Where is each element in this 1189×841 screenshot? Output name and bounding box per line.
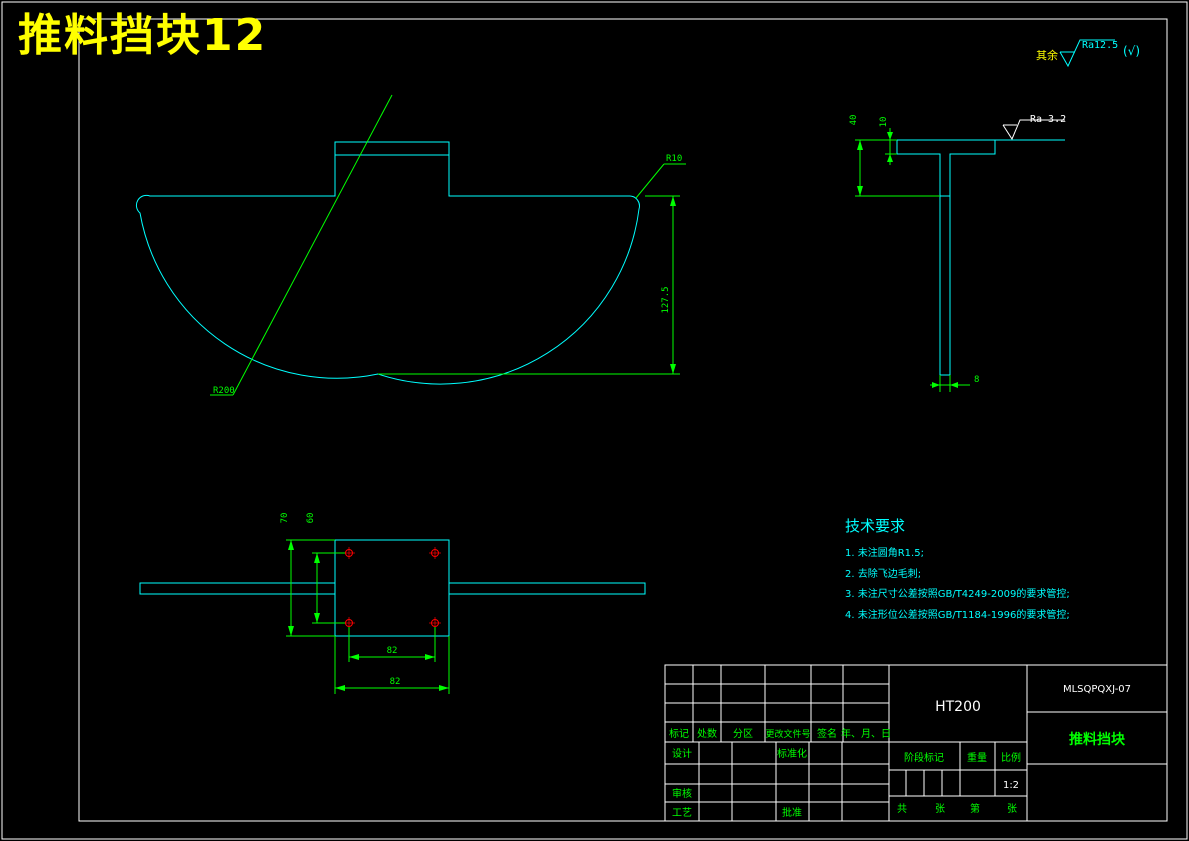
dim-127-5-label: 127.5 <box>661 286 671 313</box>
number-label: 第 <box>970 802 980 815</box>
roughness-symbol <box>1059 39 1115 68</box>
standardize-label: 标准化 <box>777 747 807 760</box>
approve-label: 批准 <box>782 806 802 819</box>
title-block-text: HT200 MLSQPQXJ-07 推料挡块 标记 处数 分区 更改文件号 签名… <box>669 684 1131 819</box>
scale-value: 1:2 <box>1003 780 1019 791</box>
tech-req-title: 技术要求 <box>845 517 905 535</box>
header-label: 标记 <box>669 728 689 740</box>
r200-leader <box>232 94 393 396</box>
dim-82-hole-label: 82 <box>387 646 398 656</box>
side-view-outline <box>896 139 996 376</box>
part-name: 推料挡块 <box>1069 731 1126 748</box>
total-label: 共 <box>897 803 907 815</box>
face-ra-value: Ra 3.2 <box>1030 114 1066 125</box>
drawing-number: MLSQPQXJ-07 <box>1063 684 1131 695</box>
material-value: HT200 <box>935 699 981 715</box>
drawing-frame <box>78 18 1168 822</box>
weight-label: 重量 <box>967 751 987 764</box>
dim-40-label: 40 <box>849 115 859 126</box>
dim-60-label: 60 <box>306 513 316 524</box>
general-surface-finish: 其余 Ra12.5 (√) <box>1036 39 1140 68</box>
dim-8-label: 8 <box>974 375 979 385</box>
sheets-label: 张 <box>935 803 945 815</box>
side-view: Ra 3.2 40 10 8 <box>849 114 1066 392</box>
header-label: 更改文件号 <box>765 728 810 740</box>
check-symbol: (√) <box>1123 44 1140 58</box>
tech-req-item: 3. 未注尺寸公差按照GB/T4249-2009的要求管控; <box>845 587 1070 600</box>
title-block <box>664 664 1168 822</box>
front-view: R200 R10 127.5 <box>135 94 686 396</box>
r200-label: R200 <box>213 386 235 396</box>
header-label: 处数 <box>697 727 717 740</box>
top-view: 70 60 82 82 <box>139 513 646 694</box>
others-label: 其余 <box>1036 48 1058 62</box>
review-label: 审核 <box>672 787 692 800</box>
tech-req-item: 2. 去除飞边毛刺; <box>845 567 921 580</box>
dim-10-label: 10 <box>879 117 889 128</box>
general-ra-value: Ra12.5 <box>1082 40 1118 51</box>
tech-req-item: 1. 未注圆角R1.5; <box>845 546 924 559</box>
process-label: 工艺 <box>672 807 692 819</box>
front-view-outline <box>135 141 640 385</box>
dim-70-label: 70 <box>280 513 290 524</box>
header-label: 分区 <box>733 728 753 740</box>
design-label: 设计 <box>672 747 692 760</box>
r10-leader <box>635 163 665 199</box>
drawing-title: 推料挡块12 <box>18 10 268 61</box>
top-view-plate <box>334 539 450 637</box>
dim-82-plate-label: 82 <box>390 677 401 687</box>
sheet-label: 张 <box>1007 803 1017 815</box>
technical-requirements: 技术要求 1. 未注圆角R1.5; 2. 去除飞边毛刺; 3. 未注尺寸公差按照… <box>845 517 1070 621</box>
r10-label: R10 <box>666 154 682 164</box>
header-label: 年、月、日 <box>841 727 891 740</box>
tech-req-item: 4. 未注形位公差按照GB/T1184-1996的要求管控; <box>845 608 1070 621</box>
scale-label: 比例 <box>1001 751 1021 764</box>
header-label: 签名 <box>817 727 837 740</box>
stage-mark-label: 阶段标记 <box>904 751 944 764</box>
face-roughness-symbol <box>1002 119 1065 141</box>
